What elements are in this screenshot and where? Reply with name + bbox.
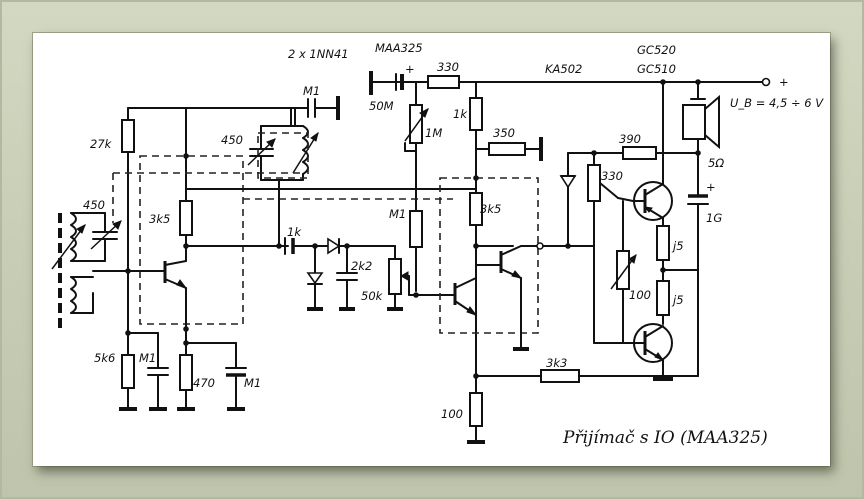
label-j5-bottom: j5	[671, 293, 684, 307]
label-450-left: 450	[83, 198, 105, 212]
ferrite-antenna	[51, 212, 134, 333]
pot-100	[616, 250, 630, 290]
label-50k: 50k	[361, 289, 384, 303]
schematic-paper: 2 x 1NN41 MAA325 330 KA502 GC520 GC510 +…	[33, 33, 830, 466]
label-m1-low: M1	[139, 351, 156, 365]
shield-box-top	[257, 132, 309, 179]
label-1k-horiz: 1k	[287, 225, 302, 239]
label-1k-vert: 1k	[453, 107, 468, 121]
bottom-section	[119, 269, 699, 444]
label-m1-mid: M1	[389, 207, 406, 221]
resistor-470	[179, 354, 193, 391]
label-plus-1g: +	[706, 180, 716, 194]
label-330-pot: 330	[601, 169, 623, 183]
label-plus-cap: +	[405, 62, 415, 76]
resistor-5k6	[121, 354, 135, 389]
label-390: 390	[619, 132, 641, 146]
label-27k: 27k	[90, 137, 113, 151]
label-1m: 1M	[425, 126, 442, 140]
label-3k5-right: 3k5	[480, 202, 501, 216]
resistor-390	[622, 146, 657, 160]
label-3k5-left: 3k5	[149, 212, 170, 226]
ic-section-right	[439, 177, 539, 334]
ic-section-left	[139, 155, 244, 325]
label-470: 470	[193, 376, 215, 390]
label-ka502: KA502	[545, 62, 582, 76]
label-5ohm: 5Ω	[708, 156, 724, 170]
label-450-top: 450	[221, 133, 243, 147]
label-350: 350	[493, 126, 515, 140]
resistor-3k5-right	[469, 192, 483, 226]
resistor-3k5-left	[179, 200, 193, 236]
audio-input-capacitor-50m	[369, 71, 429, 95]
diagram-title: Přijímač s IO (MAA325)	[562, 428, 768, 448]
supply-terminal	[761, 77, 771, 87]
label-gc520: GC520	[637, 43, 676, 57]
circuit-schematic: 2 x 1NN41 MAA325 330 KA502 GC520 GC510 +…	[51, 41, 824, 448]
resistor-350	[475, 137, 543, 161]
label-m1-right: M1	[244, 376, 261, 390]
label-2k2: 2k2	[351, 259, 372, 273]
resistor-100-bottom	[469, 392, 483, 427]
label-gc510: GC510	[637, 62, 676, 76]
capacitor-m1-mid	[409, 208, 423, 298]
label-supply: U_B = 4,5 ÷ 6 V	[730, 96, 824, 110]
label-j5-top: j5	[671, 239, 684, 253]
resistor-27k	[121, 107, 292, 354]
detector-section	[185, 179, 452, 311]
right-ic-stage	[450, 175, 544, 351]
variable-capacitor-450-left	[90, 212, 122, 262]
label-100-bottom: 100	[441, 407, 463, 421]
resistor-j5-top	[656, 225, 670, 261]
label-5k6: 5k6	[94, 351, 115, 365]
resistor-330-top	[427, 75, 460, 89]
label-r330-top: 330	[437, 60, 459, 74]
capacitor-m1-top	[290, 96, 340, 120]
label-50m: 50M	[369, 99, 394, 113]
lc-tank-450	[247, 107, 319, 181]
speaker-icon	[682, 104, 706, 140]
label-diodes-top: 2 x 1NN41	[288, 47, 349, 61]
output-stage	[542, 79, 720, 381]
label-ic-name: MAA325	[375, 41, 423, 55]
label-plus-terminal: +	[779, 75, 789, 89]
trimmer-1m	[404, 81, 429, 292]
resistor-1k-vertical	[469, 81, 483, 394]
label-100-pot: 100	[629, 288, 651, 302]
resistor-j5-bottom	[656, 280, 670, 316]
label-m1-top: M1	[303, 84, 320, 98]
label-3k3: 3k3	[546, 356, 567, 370]
resistor-3k3	[540, 369, 580, 383]
label-1g: 1G	[706, 211, 722, 225]
pot-330	[587, 164, 601, 202]
